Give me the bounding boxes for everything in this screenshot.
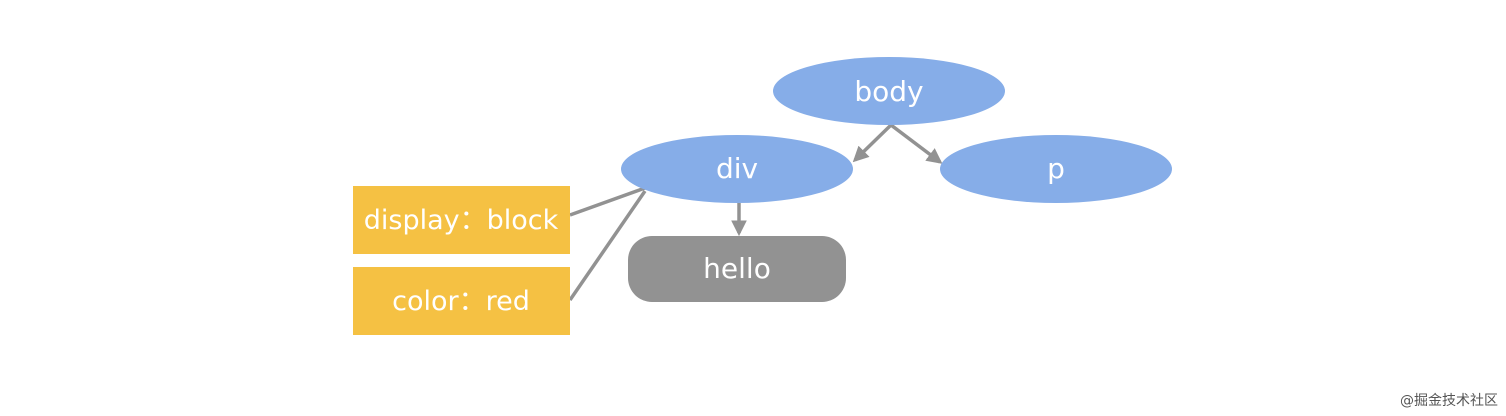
node-hello-label: hello xyxy=(703,252,771,285)
edge-body-to-div xyxy=(852,123,893,163)
edge-body-to-p xyxy=(889,123,943,164)
node-div: div xyxy=(621,135,853,203)
node-body-label: body xyxy=(854,75,923,108)
link-div-to-color-style xyxy=(568,190,647,301)
node-hello: hello xyxy=(628,236,846,302)
node-p-label: p xyxy=(1047,152,1065,185)
style-box-display-label: display：block xyxy=(364,205,559,236)
node-body-shape xyxy=(773,57,1005,125)
node-hello-shape xyxy=(628,236,846,302)
node-div-label: div xyxy=(716,152,758,185)
node-p-shape xyxy=(940,135,1172,203)
style-box-display-shape xyxy=(353,186,570,254)
node-body: body xyxy=(773,57,1005,125)
watermark-text: @掘金技术社区 xyxy=(1400,393,1498,409)
style-box-color: color：red xyxy=(353,267,570,335)
style-box-color-shape xyxy=(353,267,570,335)
style-box-color-label: color：red xyxy=(392,286,530,317)
node-p: p xyxy=(940,135,1172,203)
link-div-to-display-style xyxy=(569,186,646,217)
node-div-shape xyxy=(621,135,853,203)
style-box-display: display：block xyxy=(353,186,570,254)
